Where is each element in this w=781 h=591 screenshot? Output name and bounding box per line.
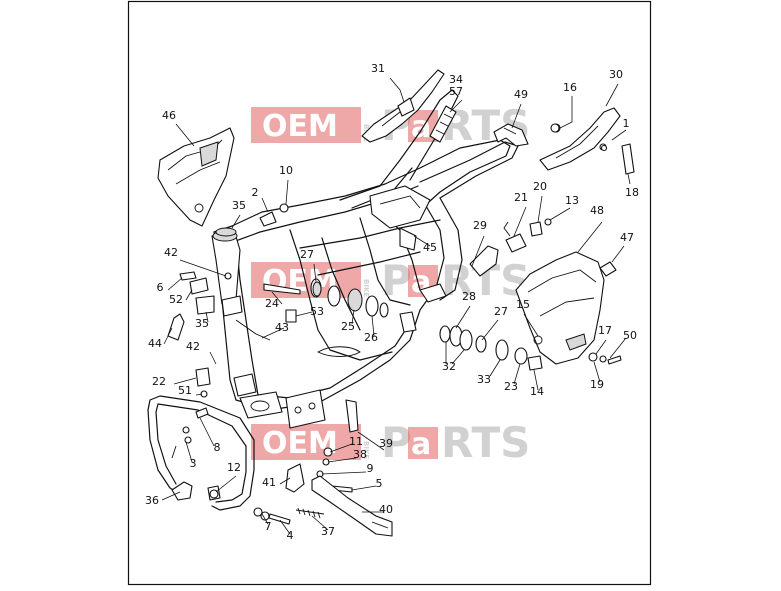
part-27-spacer	[312, 281, 322, 297]
part-34-bolt	[429, 105, 457, 143]
callout-48: 48	[590, 204, 604, 217]
parts-7-4-37	[253, 507, 325, 525]
part-46-side-cover	[157, 127, 235, 227]
part-53-clip	[285, 309, 297, 323]
callout-43: 43	[275, 321, 289, 334]
part-49-clamp	[493, 123, 529, 147]
callout-46: 46	[162, 109, 176, 122]
watermark-text-rts: RTS	[441, 418, 530, 467]
callout-47: 47	[620, 231, 634, 244]
watermark-text-a: a	[411, 427, 431, 462]
callout-13: 13	[565, 194, 579, 207]
callout-12: 12	[227, 461, 241, 474]
callout-39: 39	[379, 437, 393, 450]
watermark-text-a: a	[411, 110, 431, 145]
part-43-rod	[235, 319, 271, 341]
callout-22: 22	[152, 375, 166, 388]
callout-15: 15	[516, 298, 530, 311]
callout-35: 35	[195, 317, 209, 330]
callout-27: 27	[494, 305, 508, 318]
callout-44: 44	[148, 337, 162, 350]
callout-31: 31	[371, 62, 385, 75]
callout-45: 45	[423, 241, 437, 254]
callout-42: 42	[164, 246, 178, 259]
watermark-text-bike: BIKE	[362, 279, 370, 297]
callout-29: 29	[473, 219, 487, 232]
callout-19: 19	[590, 378, 604, 391]
part-41-bracket	[285, 463, 305, 493]
callout-5: 5	[376, 477, 383, 490]
part-18-strap	[621, 143, 635, 175]
parts-2-10-35	[215, 203, 289, 237]
callout-40: 40	[379, 503, 393, 516]
callout-1: 1	[623, 117, 630, 130]
callout-20: 20	[533, 180, 547, 193]
part-29-bracket	[469, 245, 499, 277]
callout-38: 38	[353, 448, 367, 461]
parts-6-52-42	[179, 271, 232, 315]
callout-21: 21	[514, 191, 528, 204]
callout-8: 8	[214, 441, 221, 454]
callout-41: 41	[262, 476, 276, 489]
callout-57: 57	[449, 85, 463, 98]
callout-25: 25	[341, 320, 355, 333]
part-44-bracket	[167, 313, 185, 341]
watermark-bottom: OEM BIKE P a RTS	[251, 418, 530, 467]
callout-50: 50	[623, 329, 637, 342]
callout-4: 4	[287, 529, 294, 542]
callout-23: 23	[504, 380, 518, 393]
callout-35: 35	[232, 199, 246, 212]
callout-24: 24	[265, 297, 279, 310]
callout-36: 36	[145, 494, 159, 507]
callout-30: 30	[609, 68, 623, 81]
callout-34: 34	[449, 73, 463, 86]
callout-6: 6	[157, 281, 164, 294]
watermark-text-p: P	[381, 256, 412, 305]
callout-33: 33	[477, 373, 491, 386]
watermark-text-p: P	[381, 418, 412, 467]
callout-37: 37	[321, 525, 335, 538]
callout-53: 53	[310, 305, 324, 318]
callout-42: 42	[186, 340, 200, 353]
callout-52: 52	[169, 293, 183, 306]
callout-18: 18	[625, 186, 639, 199]
callout-16: 16	[563, 81, 577, 94]
watermark-text-oem: OEM	[262, 109, 338, 144]
callout-11: 11	[349, 435, 363, 448]
callout-14: 14	[530, 385, 544, 398]
parts-17-50-19	[588, 352, 622, 365]
callout-10: 10	[279, 164, 293, 177]
callout-9: 9	[367, 462, 374, 475]
leader-lines	[161, 77, 631, 535]
parts-16-1	[550, 123, 608, 152]
callout-2: 2	[252, 186, 259, 199]
callout-51: 51	[178, 384, 192, 397]
callout-49: 49	[514, 88, 528, 101]
watermark-text-bike: BIKE	[362, 441, 370, 459]
parts-22-51	[195, 367, 211, 398]
callout-7: 7	[265, 520, 272, 533]
callout-26: 26	[364, 331, 378, 344]
part-40-kickstand	[311, 475, 393, 537]
callout-17: 17	[598, 324, 612, 337]
parts-20-21-13	[503, 218, 552, 253]
callout-28: 28	[462, 290, 476, 303]
callout-27: 27	[300, 248, 314, 261]
callout-32: 32	[442, 360, 456, 373]
callout-3: 3	[190, 457, 197, 470]
part-47-cap	[599, 261, 617, 277]
main-frame	[213, 89, 519, 429]
part-39-bracket	[345, 399, 359, 433]
part-31-bracket	[361, 69, 445, 143]
